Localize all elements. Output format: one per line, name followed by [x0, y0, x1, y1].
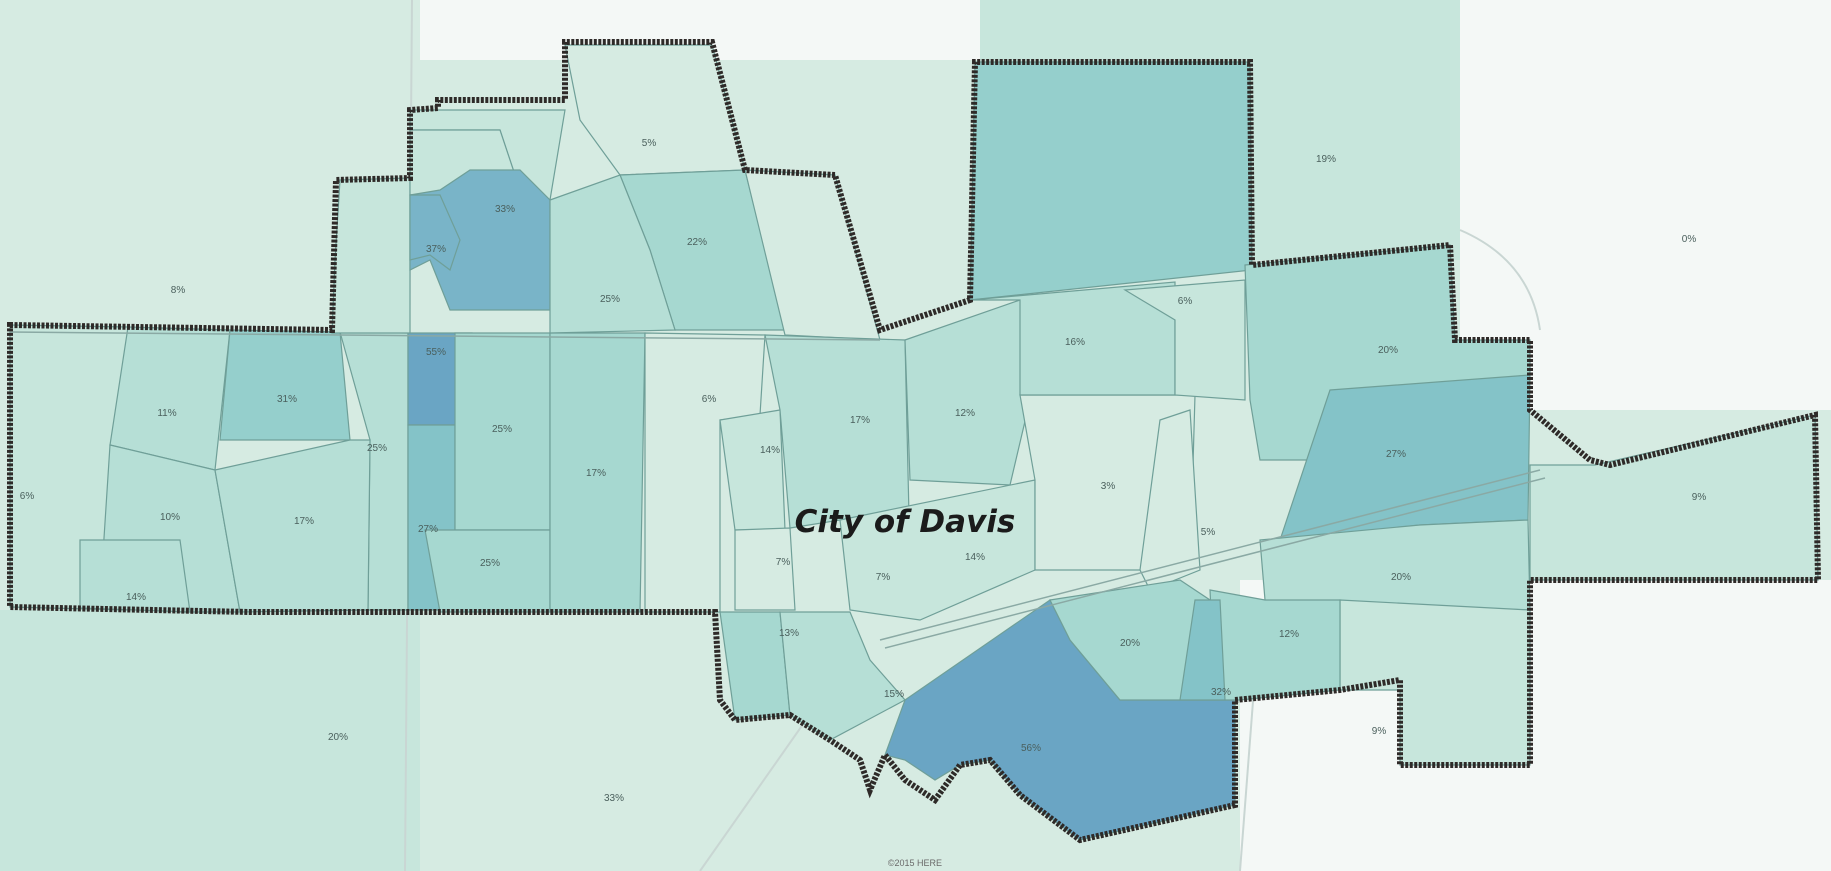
tract-labels: 5% 33% 37% 22% 25% 6% 16% 20% 11% 31% 55… — [20, 138, 1707, 754]
tract-polygon — [424, 529, 551, 613]
tract-label: 31% — [277, 394, 297, 405]
tract-label: 17% — [586, 468, 606, 479]
tract-label: 32% — [1211, 687, 1231, 698]
tract-polygon — [214, 439, 371, 613]
tract-label: 7% — [776, 557, 791, 568]
tract-label: 16% — [1065, 337, 1085, 348]
tract-label: 9% — [1692, 492, 1707, 503]
tract-polygon — [549, 332, 646, 613]
tract-polygon — [109, 326, 231, 471]
tract-label: 33% — [495, 204, 515, 215]
tract-label: 6% — [702, 394, 717, 405]
tract-label: 10% — [160, 512, 180, 523]
tract-label: 25% — [480, 558, 500, 569]
tract-label: 27% — [1386, 449, 1406, 460]
tract-label: 15% — [884, 689, 904, 700]
outside-label-sw: 20% — [328, 732, 348, 743]
tract-label: 56% — [1021, 743, 1041, 754]
city-boundary — [7, 39, 1822, 844]
tract-polygon — [79, 539, 191, 613]
tract-label: 55% — [426, 347, 446, 358]
tract-label: 5% — [1201, 527, 1216, 538]
tract-polygon — [1123, 279, 1246, 401]
tract-label: 20% — [1120, 638, 1140, 649]
outside-region-sw — [0, 610, 420, 871]
tract-label: 14% — [965, 552, 985, 563]
tract-polygon — [904, 299, 1031, 486]
tract-polygon — [969, 61, 1253, 301]
tract-polygon — [1139, 409, 1201, 591]
tract-label: 25% — [600, 294, 620, 305]
tract-label: 5% — [642, 138, 657, 149]
outside-labels: 8% 19% 0% 20% 33% 9% — [171, 154, 1697, 804]
tract-polygon — [969, 281, 1176, 396]
tract-label: 20% — [1391, 572, 1411, 583]
map-title: City of Davis — [795, 504, 1016, 540]
tract-polygon — [549, 174, 676, 334]
tract-label: 6% — [20, 491, 35, 502]
background-road — [699, 699, 821, 871]
rail-line — [879, 469, 1541, 641]
outside-label-ne: 19% — [1316, 154, 1336, 165]
tract-polygon — [1259, 519, 1531, 611]
tract-polygon — [839, 479, 1036, 621]
map-credit: ©2015 HERE — [888, 858, 942, 868]
major-road — [9, 331, 881, 341]
tract-label: 25% — [367, 443, 387, 454]
tract-label: 22% — [687, 237, 707, 248]
tract-label: 20% — [1378, 345, 1398, 356]
tract-label: 13% — [779, 628, 799, 639]
tract-label: 17% — [294, 516, 314, 527]
tract-label: 37% — [426, 244, 446, 255]
rail-line — [884, 477, 1546, 649]
outside-label-east: 0% — [1682, 234, 1697, 245]
tract-label: 14% — [760, 445, 780, 456]
outside-label-se: 9% — [1372, 726, 1387, 737]
tract-label: 3% — [1101, 481, 1116, 492]
tract-label: 25% — [492, 424, 512, 435]
tract-label: 12% — [1279, 629, 1299, 640]
background-road — [1459, 229, 1541, 331]
tract-label: 14% — [126, 592, 146, 603]
tract-polygon — [331, 177, 411, 334]
tract-polygon — [1179, 599, 1226, 701]
tract-label: 11% — [157, 408, 176, 419]
tract-label: 7% — [876, 572, 891, 583]
tract-polygon — [734, 527, 796, 611]
tract-label: 17% — [850, 415, 870, 426]
tract-label: 6% — [1178, 296, 1193, 307]
outside-label-s: 33% — [604, 793, 624, 804]
tract-polygon — [1209, 589, 1341, 701]
tract-polygon — [219, 329, 351, 441]
tract-label: 27% — [418, 524, 438, 535]
tract-polygons — [9, 44, 1819, 841]
tract-polygon — [409, 194, 461, 271]
tract-label: 12% — [955, 408, 975, 419]
outside-label-nw: 8% — [171, 285, 186, 296]
